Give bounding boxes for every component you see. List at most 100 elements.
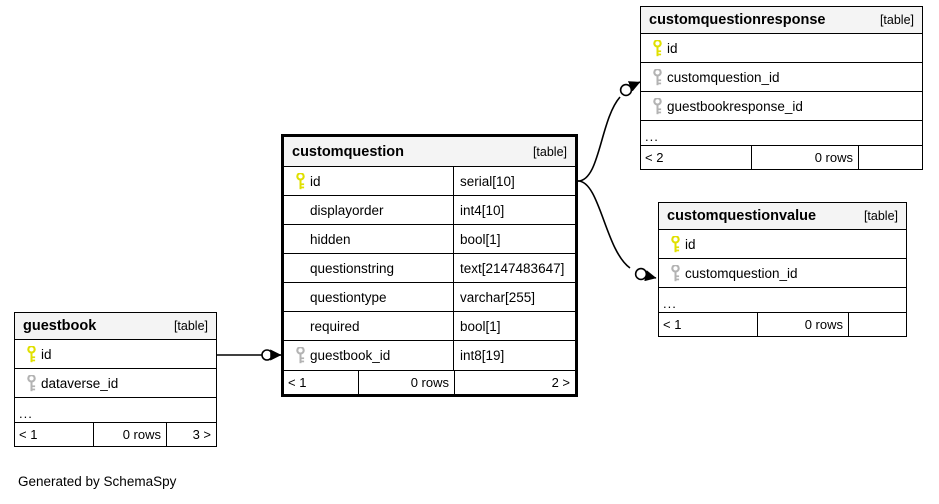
table-row[interactable]: displayorder int4[10] — [284, 196, 575, 225]
table-row[interactable]: questiontype varchar[255] — [284, 283, 575, 312]
table-header: customquestion [table] — [284, 137, 575, 167]
table-header: guestbook [table] — [15, 313, 216, 340]
column-name-cell: ... — [641, 121, 922, 145]
table-title: guestbook — [23, 318, 97, 334]
table-customquestionresponse[interactable]: customquestionresponse [table] id — [640, 6, 923, 170]
column-name-cell: displayorder — [284, 196, 453, 224]
table-row[interactable]: guestbookresponse_id — [641, 92, 922, 121]
table-title: customquestionvalue — [667, 208, 817, 224]
table-footer: < 1 0 rows 2 > — [284, 370, 575, 394]
table-row[interactable]: id — [641, 34, 922, 63]
table-row[interactable]: customquestion_id — [659, 259, 906, 288]
column-name-cell: hidden — [284, 225, 453, 253]
column-name-cell: dataverse_id — [15, 369, 216, 397]
generated-by-label: Generated by SchemaSpy — [18, 474, 177, 489]
parent-count: < 2 — [645, 150, 664, 165]
row-count: 0 rows — [93, 423, 166, 446]
column-type: bool[1] — [453, 225, 575, 253]
column-list: id serial[10] displayorder int4[10] hidd… — [284, 167, 575, 370]
column-name-cell: id — [284, 167, 453, 195]
edge-customquestion-customquestionresponse — [577, 81, 641, 182]
column-name: guestbookresponse_id — [667, 98, 803, 114]
table-title: customquestion — [292, 143, 404, 160]
table-type-tag: [table] — [863, 209, 898, 223]
column-name: id — [667, 40, 678, 56]
more-columns-row: ... — [15, 398, 216, 422]
column-name: customquestion_id — [685, 265, 798, 281]
column-name: customquestion_id — [667, 69, 780, 85]
more-columns-row: ... — [659, 288, 906, 312]
table-title: customquestionresponse — [649, 12, 826, 28]
edge-guestbook-customquestion — [217, 349, 282, 361]
table-type-tag: [table] — [173, 319, 208, 333]
table-footer: < 1 0 rows 3 > — [15, 422, 216, 446]
column-name: hidden — [310, 231, 351, 247]
key-icon-foreign — [647, 97, 667, 115]
column-name-cell: required — [284, 312, 453, 340]
key-icon-foreign — [647, 68, 667, 86]
parent-count: < 1 — [663, 317, 682, 332]
key-icon-primary — [290, 172, 310, 190]
key-icon-foreign — [290, 347, 310, 364]
parent-count: < 1 — [288, 375, 307, 390]
column-name-cell: ... — [659, 288, 906, 312]
child-count — [858, 146, 922, 169]
key-icon-primary — [647, 39, 667, 57]
table-guestbook[interactable]: guestbook [table] id — [14, 312, 217, 447]
column-name: required — [310, 318, 360, 334]
table-row[interactable]: questionstring text[2147483647] — [284, 254, 575, 283]
column-name-cell: questionstring — [284, 254, 453, 282]
table-customquestionvalue[interactable]: customquestionvalue [table] id — [658, 202, 907, 337]
table-header: customquestionvalue [table] — [659, 203, 906, 230]
column-list: id customquestion_id — [641, 34, 922, 145]
column-type: bool[1] — [453, 312, 575, 340]
table-row[interactable]: guestbook_id int8[19] — [284, 341, 575, 370]
table-footer: < 1 0 rows — [659, 312, 906, 336]
column-name-cell: id — [641, 34, 922, 62]
table-type-tag: [table] — [879, 13, 914, 27]
column-name-cell: guestbook_id — [284, 341, 453, 370]
table-row[interactable]: id — [659, 230, 906, 259]
column-name: questiontype — [310, 289, 387, 305]
child-count — [848, 313, 906, 336]
column-name-cell: guestbookresponse_id — [641, 92, 922, 120]
table-row[interactable]: hidden bool[1] — [284, 225, 575, 254]
column-name: displayorder — [310, 202, 384, 218]
ellipsis: ... — [19, 406, 33, 421]
column-name: guestbook_id — [310, 348, 391, 363]
column-type: text[2147483647] — [453, 254, 575, 282]
column-name: id — [685, 236, 696, 252]
column-name-cell: id — [15, 340, 216, 368]
column-name: dataverse_id — [41, 375, 119, 391]
column-name-cell: ... — [15, 398, 216, 422]
ellipsis: ... — [645, 129, 659, 144]
row-count: 0 rows — [751, 146, 858, 169]
ellipsis: ... — [663, 296, 677, 311]
table-row[interactable]: id serial[10] — [284, 167, 575, 196]
row-count: 0 rows — [757, 313, 848, 336]
more-columns-row: ... — [641, 121, 922, 145]
column-type: int8[19] — [453, 341, 575, 370]
row-count: 0 rows — [358, 371, 454, 394]
table-row[interactable]: dataverse_id — [15, 369, 216, 398]
table-row[interactable]: required bool[1] — [284, 312, 575, 341]
parent-count: < 1 — [19, 427, 38, 442]
column-name: id — [310, 173, 321, 189]
column-name: questionstring — [310, 260, 395, 276]
edge-customquestion-customquestionvalue — [577, 180, 657, 282]
column-type: int4[10] — [453, 196, 575, 224]
column-name-cell: id — [659, 230, 906, 258]
key-icon-primary — [21, 345, 41, 363]
table-row[interactable]: id — [15, 340, 216, 369]
child-count: 2 > — [454, 371, 575, 394]
table-customquestion[interactable]: customquestion [table] id serial — [281, 134, 578, 397]
key-icon-foreign — [21, 374, 41, 392]
key-icon-foreign — [665, 264, 685, 282]
table-type-tag: [table] — [532, 144, 567, 159]
table-footer: < 2 0 rows — [641, 145, 922, 169]
table-header: customquestionresponse [table] — [641, 7, 922, 34]
column-type: serial[10] — [453, 167, 575, 195]
column-list: id customquestion_id — [659, 230, 906, 312]
table-row[interactable]: customquestion_id — [641, 63, 922, 92]
